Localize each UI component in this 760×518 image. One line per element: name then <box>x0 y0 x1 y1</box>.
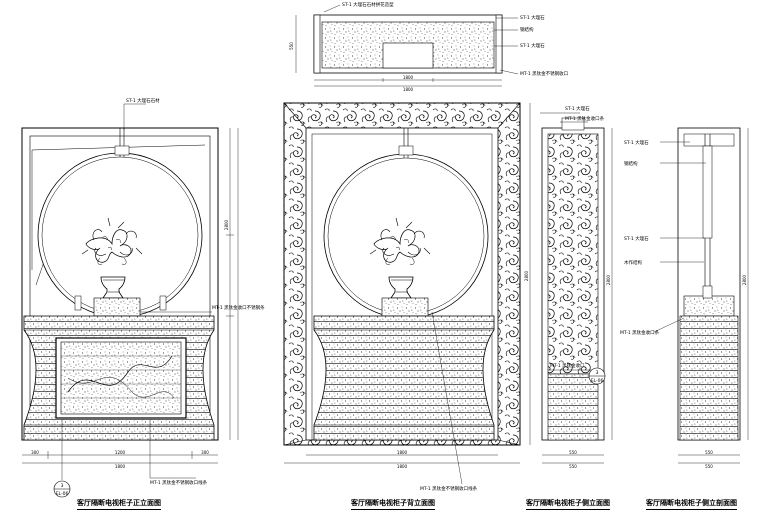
section-width-dim: 550 <box>705 464 713 469</box>
section-inner-dim: 550 <box>705 450 713 455</box>
plan-note-r1: ST-1 大理石 <box>520 14 545 21</box>
plan-view: 1800 1800 550 ST-1 大理石石材拼花造型 ST-1 大理石 钢结… <box>289 1 568 92</box>
side-width-dim: 550 <box>569 464 577 469</box>
back-width-dim: 1800 <box>397 464 408 469</box>
section-note-2: 钢结构 <box>624 160 638 167</box>
front-note-right: MT-1 黑钛金收口不锈钢条 <box>212 304 265 311</box>
side-section: 550 550 2800 ST-1 大理石 钢结构 ST-1 大理石 木作结构 … <box>620 127 749 469</box>
title-side-section: 客厅隔断电视柜子侧立剖面图 <box>646 498 737 510</box>
plan-total-dim: 1800 <box>403 87 414 92</box>
front-note-top: ST-1 大理石石材 <box>126 97 160 104</box>
side-height-dim: 2800 <box>606 274 611 285</box>
front-section-ref: EL-06 <box>56 491 69 497</box>
section-note-1: ST-1 大理石 <box>624 139 649 146</box>
front-side-dim-right: 300 <box>201 450 209 455</box>
plan-note-bottom: MT-1 黑钛金不锈钢收口 <box>520 70 568 77</box>
back-inner-dim: 1800 <box>397 450 408 455</box>
section-note-3: ST-1 大理石 <box>624 235 649 242</box>
section-height-dim: 2800 <box>742 274 747 285</box>
front-elevation: 2800 300 1200 300 1800 ST-1 大理石石材 MT-1 黑… <box>21 97 265 498</box>
section-note-4: 木作结构 <box>624 259 642 266</box>
back-height-dim: 2800 <box>524 270 529 281</box>
back-note-bottom: MT-1 黑钛金不锈钢收口线条 <box>420 485 478 492</box>
front-mid-dim: 1200 <box>115 450 126 455</box>
side-note-label: MT-1 黑钛金收口 <box>550 362 585 369</box>
plan-depth-dim: 550 <box>289 42 294 50</box>
title-front-elevation: 客厅隔断电视柜子正立面图 <box>77 498 161 510</box>
section-note-5: MT-1 黑钛金收口条 <box>620 329 660 336</box>
front-width-dim: 1800 <box>115 464 126 469</box>
plan-note-top: ST-1 大理石石材拼花造型 <box>342 1 394 8</box>
side-note-1: ST-1 大理石 <box>565 105 590 112</box>
side-section-num: 3 <box>596 370 599 376</box>
front-height-dim: 2800 <box>224 219 229 230</box>
front-note-bottom: MT-1 黑钛金不锈钢收口线条 <box>150 479 208 486</box>
plan-width-dim: 1800 <box>403 75 414 80</box>
back-elevation: 1800 1800 2800 MT-1 黑钛金不锈钢收口线条 <box>283 102 531 492</box>
title-back-elevation: 客厅隔断电视柜子背立面图 <box>351 498 435 510</box>
front-section-num: 3 <box>61 483 64 489</box>
plan-note-r2: 钢结构 <box>520 26 534 33</box>
side-elevation: 550 550 2800 ST-1 大理石 MT-1 黑钛金收口条 MT-1 黑… <box>540 105 613 469</box>
side-section-ref: EL-06 <box>591 378 604 384</box>
side-inner-dim: 550 <box>569 450 577 455</box>
front-side-dim-left: 300 <box>31 450 39 455</box>
plan-note-r3: ST-1 大理石 <box>520 42 545 49</box>
side-note-2: MT-1 黑钛金收口条 <box>565 115 605 122</box>
title-side-elevation: 客厅隔断电视柜子侧立面图 <box>526 498 610 510</box>
